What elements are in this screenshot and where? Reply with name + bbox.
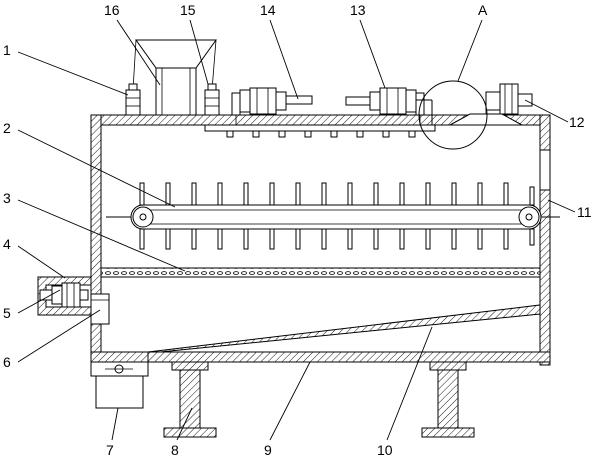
label-3: 3 — [3, 190, 11, 206]
conveyor-belt — [130, 204, 542, 230]
side-outlet-port — [90, 293, 110, 325]
label-2: 2 — [3, 120, 11, 136]
detail-circle-a — [418, 80, 488, 150]
right-hopper-actuator — [204, 89, 220, 116]
label-15: 15 — [180, 2, 196, 18]
label-10: 10 — [377, 442, 393, 458]
left-leg — [179, 369, 201, 429]
label-6: 6 — [3, 354, 11, 370]
label-4: 4 — [3, 236, 11, 252]
label-14: 14 — [260, 2, 276, 18]
right-leg — [437, 369, 459, 429]
label-13: 13 — [350, 2, 366, 18]
label-a: A — [478, 2, 488, 18]
bottom-assembly — [90, 361, 475, 438]
label-1: 1 — [3, 42, 11, 58]
pump-14 — [231, 87, 313, 125]
housing-bottom-wall — [147, 351, 551, 363]
label-9: 9 — [264, 442, 272, 458]
sloped-floor-plate — [147, 304, 541, 353]
pump-13 — [345, 87, 433, 125]
right-wall-slot — [539, 149, 551, 191]
label-12: 12 — [569, 114, 585, 130]
housing-right-wall — [539, 114, 551, 366]
label-8: 8 — [171, 442, 179, 458]
filter-screen — [100, 267, 541, 278]
label-7: 7 — [106, 442, 114, 458]
housing — [90, 114, 551, 366]
part-labels: 1 2 3 4 5 6 7 8 9 10 11 12 13 14 15 16 A — [3, 2, 592, 458]
right-leg-foot — [421, 427, 475, 438]
left-leg-top — [171, 361, 209, 371]
left-leg-foot — [163, 427, 217, 438]
housing-left-wall — [90, 114, 102, 366]
top-assembly — [125, 39, 533, 150]
lower-flights — [139, 228, 535, 250]
right-leg-top — [429, 361, 467, 371]
conveyor — [106, 182, 560, 250]
spray-nozzles — [226, 130, 416, 138]
motor-12 — [449, 83, 533, 126]
spray-manifold — [204, 124, 436, 132]
housing-bottom-left — [90, 351, 149, 363]
leader-lines — [17, 19, 576, 441]
label-16: 16 — [104, 2, 120, 18]
upper-flights — [139, 182, 535, 206]
feed-chute — [155, 67, 197, 116]
left-hopper-actuator — [125, 89, 141, 116]
label-11: 11 — [577, 204, 592, 220]
side-pump-assembly — [37, 276, 110, 325]
collection-box — [95, 375, 144, 409]
feed-hopper — [135, 39, 217, 69]
label-5: 5 — [3, 305, 11, 321]
